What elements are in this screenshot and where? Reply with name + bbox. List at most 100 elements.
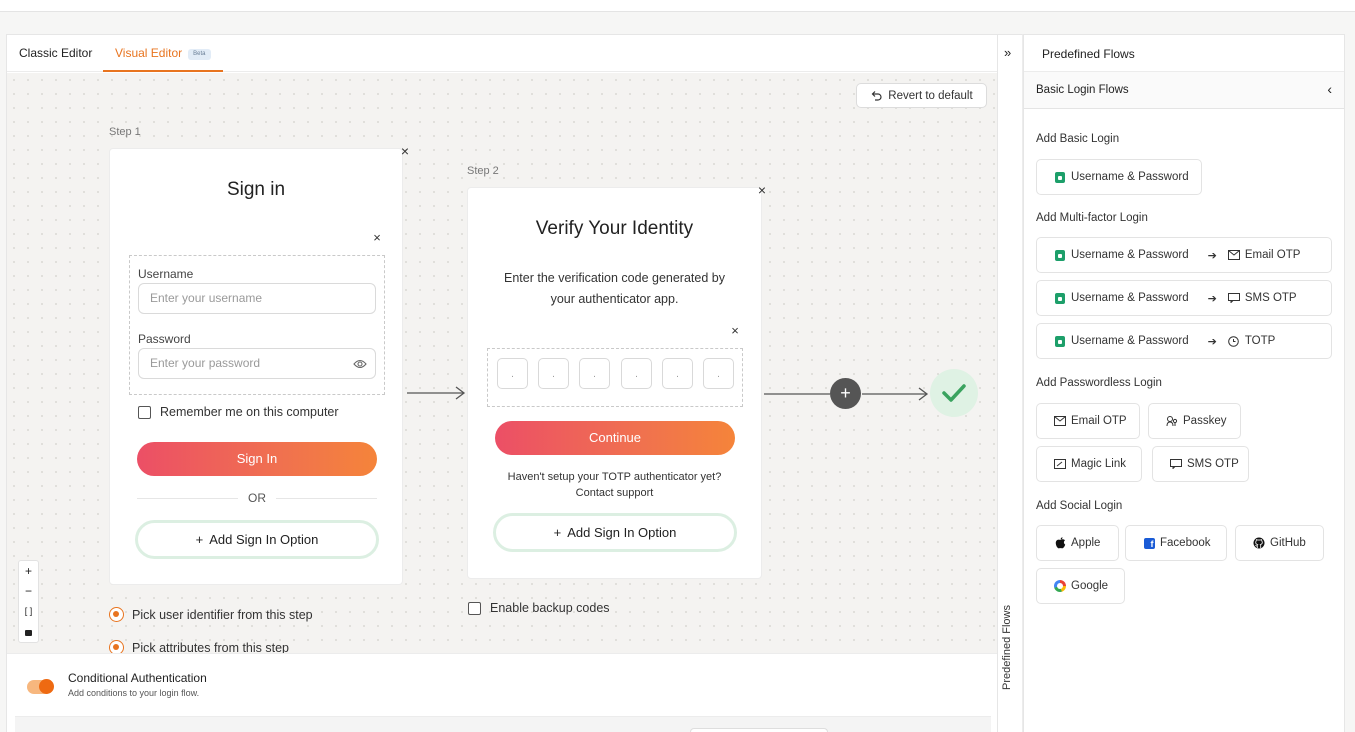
otp-digit-box[interactable]: . — [579, 358, 610, 389]
clock-icon — [1228, 335, 1240, 347]
lock-icon — [1054, 335, 1066, 347]
password-label: Password — [138, 332, 191, 346]
continue-button[interactable]: Continue — [495, 421, 735, 455]
pick-user-identifier-label: Pick user identifier from this step — [132, 608, 313, 622]
close-step-2-icon[interactable]: × — [757, 182, 767, 198]
flow-username-password[interactable]: Username & Password — [1036, 159, 1202, 195]
or-text: OR — [238, 491, 276, 505]
tab-classic-editor[interactable]: Classic Editor — [19, 46, 93, 60]
collapse-panel-icon[interactable]: » — [1004, 45, 1012, 60]
arrow-right-icon: ➔ — [1207, 249, 1217, 262]
flow-google[interactable]: Google — [1036, 568, 1125, 604]
username-input[interactable]: Enter your username — [138, 283, 376, 314]
add-sign-in-option-button[interactable]: + Add Sign In Option — [135, 520, 379, 559]
basic-login-flows-header[interactable]: Basic Login Flows ‹ — [1024, 72, 1344, 109]
close-basic-auth-icon[interactable]: × — [373, 230, 381, 245]
plus-icon: + — [195, 532, 204, 547]
otp-digit-box[interactable]: . — [703, 358, 734, 389]
flow-username-password-sms-otp[interactable]: Username & Password ➔ SMS OTP — [1036, 280, 1332, 316]
sms-icon — [1170, 458, 1182, 470]
totp-help-text: Haven't setup your TOTP authenticator ye… — [507, 471, 722, 483]
add-step-button[interactable]: + — [830, 378, 861, 409]
revert-to-default-button[interactable]: Revert to default — [856, 83, 987, 108]
tab-visual-editor-label: Visual Editor — [115, 46, 183, 60]
apple-icon — [1054, 537, 1066, 549]
step-1-label: Step 1 — [109, 126, 141, 138]
mail-icon — [1054, 415, 1066, 427]
flow-complete-icon — [930, 369, 978, 417]
flow-label: Apple — [1071, 537, 1101, 549]
add-option-label: Add Sign In Option — [567, 525, 677, 540]
add-sign-in-option-button-step-2[interactable]: + Add Sign In Option — [493, 513, 737, 552]
top-bar — [0, 0, 1355, 12]
otp-digit-box[interactable]: . — [662, 358, 693, 389]
otp-digit-box[interactable]: . — [621, 358, 652, 389]
flow-sms-otp[interactable]: SMS OTP — [1152, 446, 1249, 482]
sign-in-title: Sign in — [226, 179, 286, 200]
pick-attributes-label: Pick attributes from this step — [132, 641, 290, 655]
remember-me-checkbox[interactable] — [138, 406, 151, 419]
contact-support-link[interactable]: Contact support — [575, 487, 654, 499]
flow-passkey[interactable]: Passkey — [1148, 403, 1241, 439]
otp-digit-box[interactable]: . — [538, 358, 569, 389]
flow-username-password-email-otp[interactable]: Username & Password ➔ Email OTP — [1036, 237, 1332, 273]
flow-label: Magic Link — [1071, 458, 1126, 470]
fit-view-icon[interactable]: [ ] — [24, 606, 33, 616]
connector-arrow-icon — [407, 386, 466, 400]
flow-username-password-totp[interactable]: Username & Password ➔ TOTP — [1036, 323, 1332, 359]
conditional-auth-toggle[interactable] — [27, 679, 54, 694]
sign-in-button[interactable]: Sign In — [137, 442, 377, 476]
google-icon — [1054, 580, 1066, 592]
close-step-1-icon[interactable]: × — [400, 143, 410, 159]
eye-icon[interactable] — [353, 358, 367, 370]
lock-icon — [1054, 292, 1066, 304]
flow-canvas[interactable]: Revert to default Step 1 × Sign in × Use… — [7, 73, 997, 655]
strip-tab[interactable] — [690, 728, 828, 732]
plus-icon: + — [553, 525, 562, 540]
flow-github[interactable]: GitHub — [1235, 525, 1324, 561]
flow-email-otp[interactable]: Email OTP — [1036, 403, 1140, 439]
verify-description-line-2: your authenticator app. — [550, 292, 679, 306]
revert-label: Revert to default — [888, 89, 973, 102]
panel-title: Predefined Flows — [1024, 35, 1344, 72]
social-login-title: Add Social Login — [1036, 500, 1123, 512]
lock-icon[interactable] — [19, 621, 38, 641]
lock-icon — [1054, 171, 1066, 183]
arrow-right-icon: ➔ — [1207, 292, 1217, 305]
password-placeholder: Enter your password — [150, 356, 261, 370]
predefined-flows-vertical-label[interactable]: Predefined Flows — [1001, 605, 1013, 691]
zoom-in-icon[interactable]: + — [24, 564, 32, 578]
undo-icon — [870, 90, 882, 102]
flow-label: Username & Password — [1071, 171, 1189, 183]
totp-block[interactable]: . . . . . . — [487, 348, 743, 407]
chevron-left-icon[interactable]: ‹ — [1327, 81, 1332, 97]
add-option-label: Add Sign In Option — [209, 532, 319, 547]
passkey-icon — [1166, 415, 1178, 427]
predefined-flows-panel: Predefined Flows Basic Login Flows ‹ Add… — [1023, 34, 1345, 732]
flow-label: Username & Password — [1071, 335, 1189, 347]
flow-label: TOTP — [1244, 335, 1276, 347]
magic-link-icon — [1054, 458, 1066, 470]
zoom-out-icon[interactable]: − — [24, 584, 32, 598]
otp-digit-box[interactable]: . — [497, 358, 528, 389]
step-2-label: Step 2 — [467, 165, 499, 177]
sms-icon — [1227, 292, 1240, 304]
basic-login-title: Add Basic Login — [1036, 133, 1120, 145]
arrow-right-icon: ➔ — [1207, 335, 1217, 348]
facebook-icon: f — [1143, 537, 1155, 549]
password-input[interactable]: Enter your password — [138, 348, 376, 379]
enable-backup-codes-checkbox[interactable] — [468, 602, 481, 615]
conditional-auth-subtitle: Add conditions to your login flow. — [68, 688, 200, 698]
flow-magic-link[interactable]: Magic Link — [1036, 446, 1142, 482]
basic-auth-block[interactable]: Username Enter your username Password En… — [129, 255, 385, 395]
close-totp-block-icon[interactable]: × — [731, 323, 739, 338]
flow-facebook[interactable]: f Facebook — [1125, 525, 1227, 561]
sidebar-toggle-rail: » Predefined Flows — [998, 34, 1023, 732]
mfa-login-title: Add Multi-factor Login — [1036, 212, 1148, 224]
mail-icon — [1227, 249, 1240, 261]
verify-title: Verify Your Identity — [535, 218, 694, 239]
pick-user-identifier-radio[interactable] — [109, 607, 124, 622]
flow-apple[interactable]: Apple — [1036, 525, 1119, 561]
